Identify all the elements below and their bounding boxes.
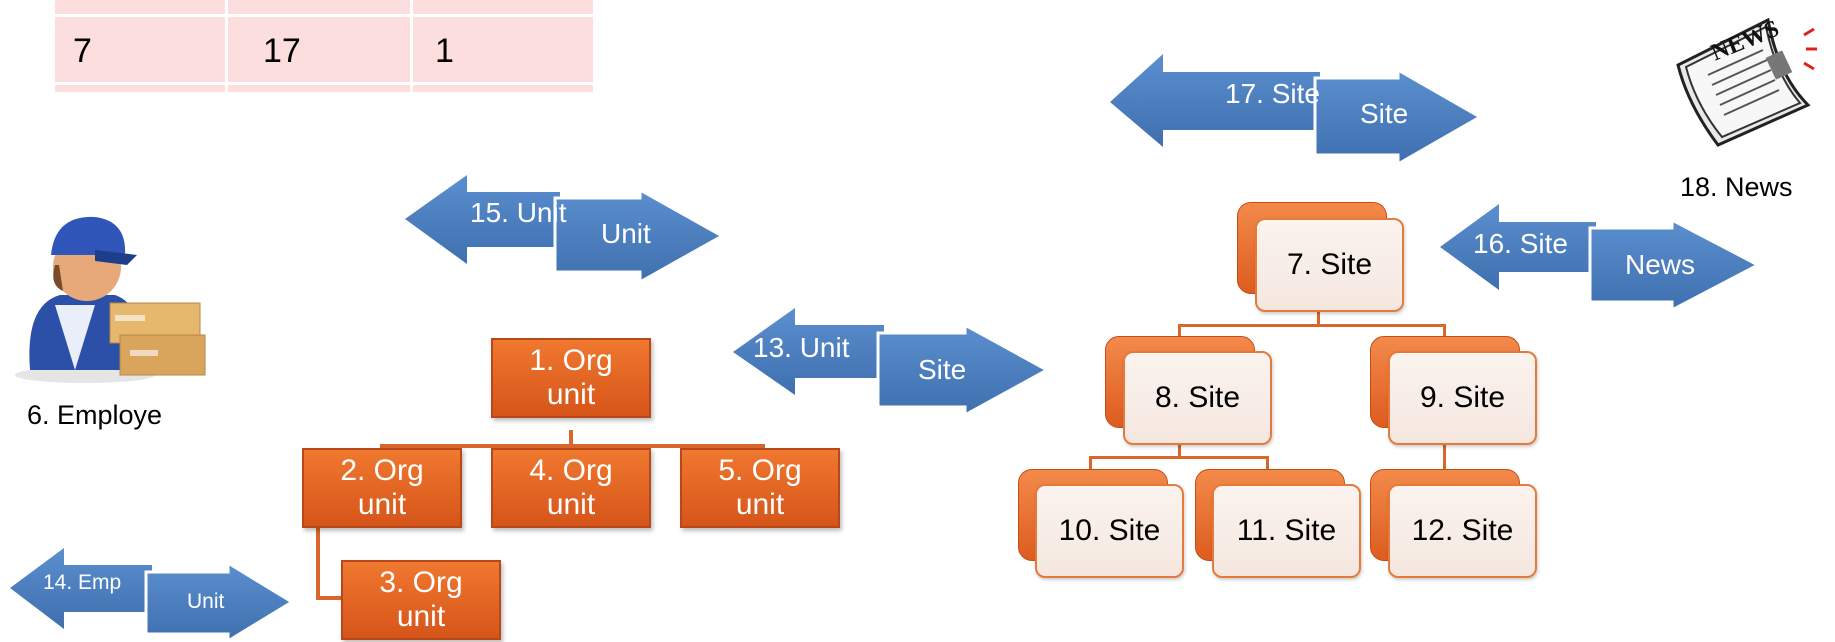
arrow-from-label: 17. Site — [1225, 78, 1320, 109]
org-unit-label: 2. Org unit — [340, 454, 424, 521]
connector-line — [1178, 324, 1181, 339]
arrow-to-label: Unit — [601, 218, 651, 249]
arrow-to-label: Site — [918, 354, 967, 385]
table-cell: 17 — [263, 32, 301, 70]
arrow-from-label: 16. Site — [1473, 228, 1568, 259]
org-unit-label: 5. Org unit — [718, 454, 802, 521]
org-unit-box: 3. Org unit — [341, 560, 501, 640]
connector-line — [1089, 456, 1092, 470]
table-row — [55, 85, 593, 92]
site-box: 10. Site — [1035, 484, 1184, 578]
table-divider — [410, 0, 413, 92]
news-caption: 18. News — [1680, 172, 1793, 202]
table-row — [55, 0, 593, 14]
connector-line — [569, 430, 573, 448]
connector-line — [1443, 441, 1446, 471]
newspaper-icon — [1676, 17, 1817, 147]
arrow-to-label: News — [1625, 249, 1696, 280]
exchange-arrow — [405, 175, 726, 285]
site-label: 10. Site — [1058, 514, 1161, 547]
connector-line — [1266, 456, 1269, 470]
site-box: 8. Site — [1123, 351, 1272, 445]
arrow-from-label: 13. Unit — [753, 332, 850, 363]
org-unit-label: 1. Org unit — [529, 344, 613, 411]
arrow-from-label: 14. Emp — [43, 571, 122, 594]
employee-caption: 6. Employe — [27, 400, 163, 430]
org-unit-box: 4. Org unit — [491, 448, 651, 528]
arrow-from-label: 15. Unit — [470, 197, 567, 228]
table-row — [55, 17, 593, 82]
arrow-to-label: Site — [1360, 98, 1409, 129]
connector-line — [1178, 324, 1446, 327]
site-label: 8. Site — [1154, 381, 1241, 414]
site-box: 12. Site — [1388, 484, 1537, 578]
table-cell: 7 — [73, 32, 92, 70]
site-label: 11. Site — [1236, 514, 1337, 547]
connector-line — [1089, 456, 1269, 459]
site-label: 9. Site — [1419, 381, 1506, 414]
connector-line — [1443, 324, 1446, 339]
table-divider — [225, 0, 228, 92]
data-table: 7 17 1 — [55, 0, 593, 92]
site-box: 11. Site — [1212, 484, 1361, 578]
exchange-arrow — [1440, 204, 1762, 313]
table-cell: 1 — [435, 32, 454, 70]
connector-line — [1317, 308, 1320, 326]
org-unit-box: 1. Org unit — [491, 338, 651, 418]
connector-line — [1178, 441, 1181, 459]
org-unit-label: 4. Org unit — [529, 454, 613, 521]
site-label: 7. Site — [1286, 248, 1373, 281]
connector-line — [316, 528, 320, 600]
employee-icon — [15, 216, 206, 383]
exchange-arrow — [1110, 54, 1484, 167]
org-unit-box: 5. Org unit — [680, 448, 840, 528]
site-box: 9. Site — [1388, 351, 1537, 445]
site-box: 7. Site — [1255, 218, 1404, 312]
connector-line — [316, 596, 342, 600]
exchange-arrow — [733, 308, 1051, 418]
arrow-to-label: Unit — [187, 590, 225, 613]
org-unit-label: 3. Org unit — [379, 566, 463, 633]
site-label: 12. Site — [1411, 514, 1514, 547]
exchange-arrow — [10, 548, 295, 642]
org-unit-box: 2. Org unit — [302, 448, 462, 528]
